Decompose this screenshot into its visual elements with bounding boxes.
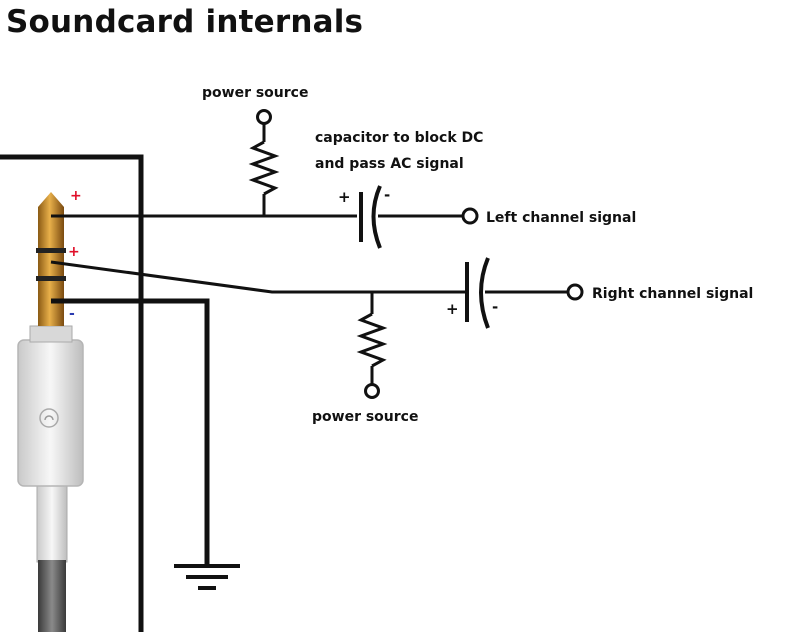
resistor-top-icon: [248, 109, 280, 216]
capacitor-left-icon: [359, 185, 382, 249]
capacitor-right-plus: +: [446, 300, 459, 318]
jack-ring-polarity: +: [68, 244, 80, 260]
soundcard-enclosure: [0, 154, 144, 632]
capacitor-left-minus: -: [384, 186, 390, 204]
resistor-bottom-icon: [356, 292, 388, 399]
capacitor-note-line2: and pass AC signal: [315, 156, 464, 172]
ground-symbol-icon: [174, 564, 240, 590]
diagram-title: Soundcard internals: [6, 4, 364, 40]
capacitor-right-icon: [465, 257, 490, 329]
left-channel-terminal-icon: [461, 207, 479, 225]
power-source-bottom-label: power source: [312, 409, 418, 425]
right-channel-wire: [50, 260, 567, 294]
right-channel-label: Right channel signal: [592, 286, 753, 302]
audio-jack-icon: [17, 192, 84, 632]
capacitor-left-plus: +: [338, 188, 351, 206]
jack-sleeve-polarity: -: [69, 306, 75, 322]
power-source-top-label: power source: [202, 85, 308, 101]
capacitor-note-line1: capacitor to block DC: [315, 130, 483, 146]
left-channel-label: Left channel signal: [486, 210, 636, 226]
capacitor-right-minus: -: [492, 298, 498, 316]
jack-tip-polarity: +: [70, 188, 82, 204]
right-channel-terminal-icon: [566, 283, 584, 301]
ground-wire: [51, 298, 210, 566]
